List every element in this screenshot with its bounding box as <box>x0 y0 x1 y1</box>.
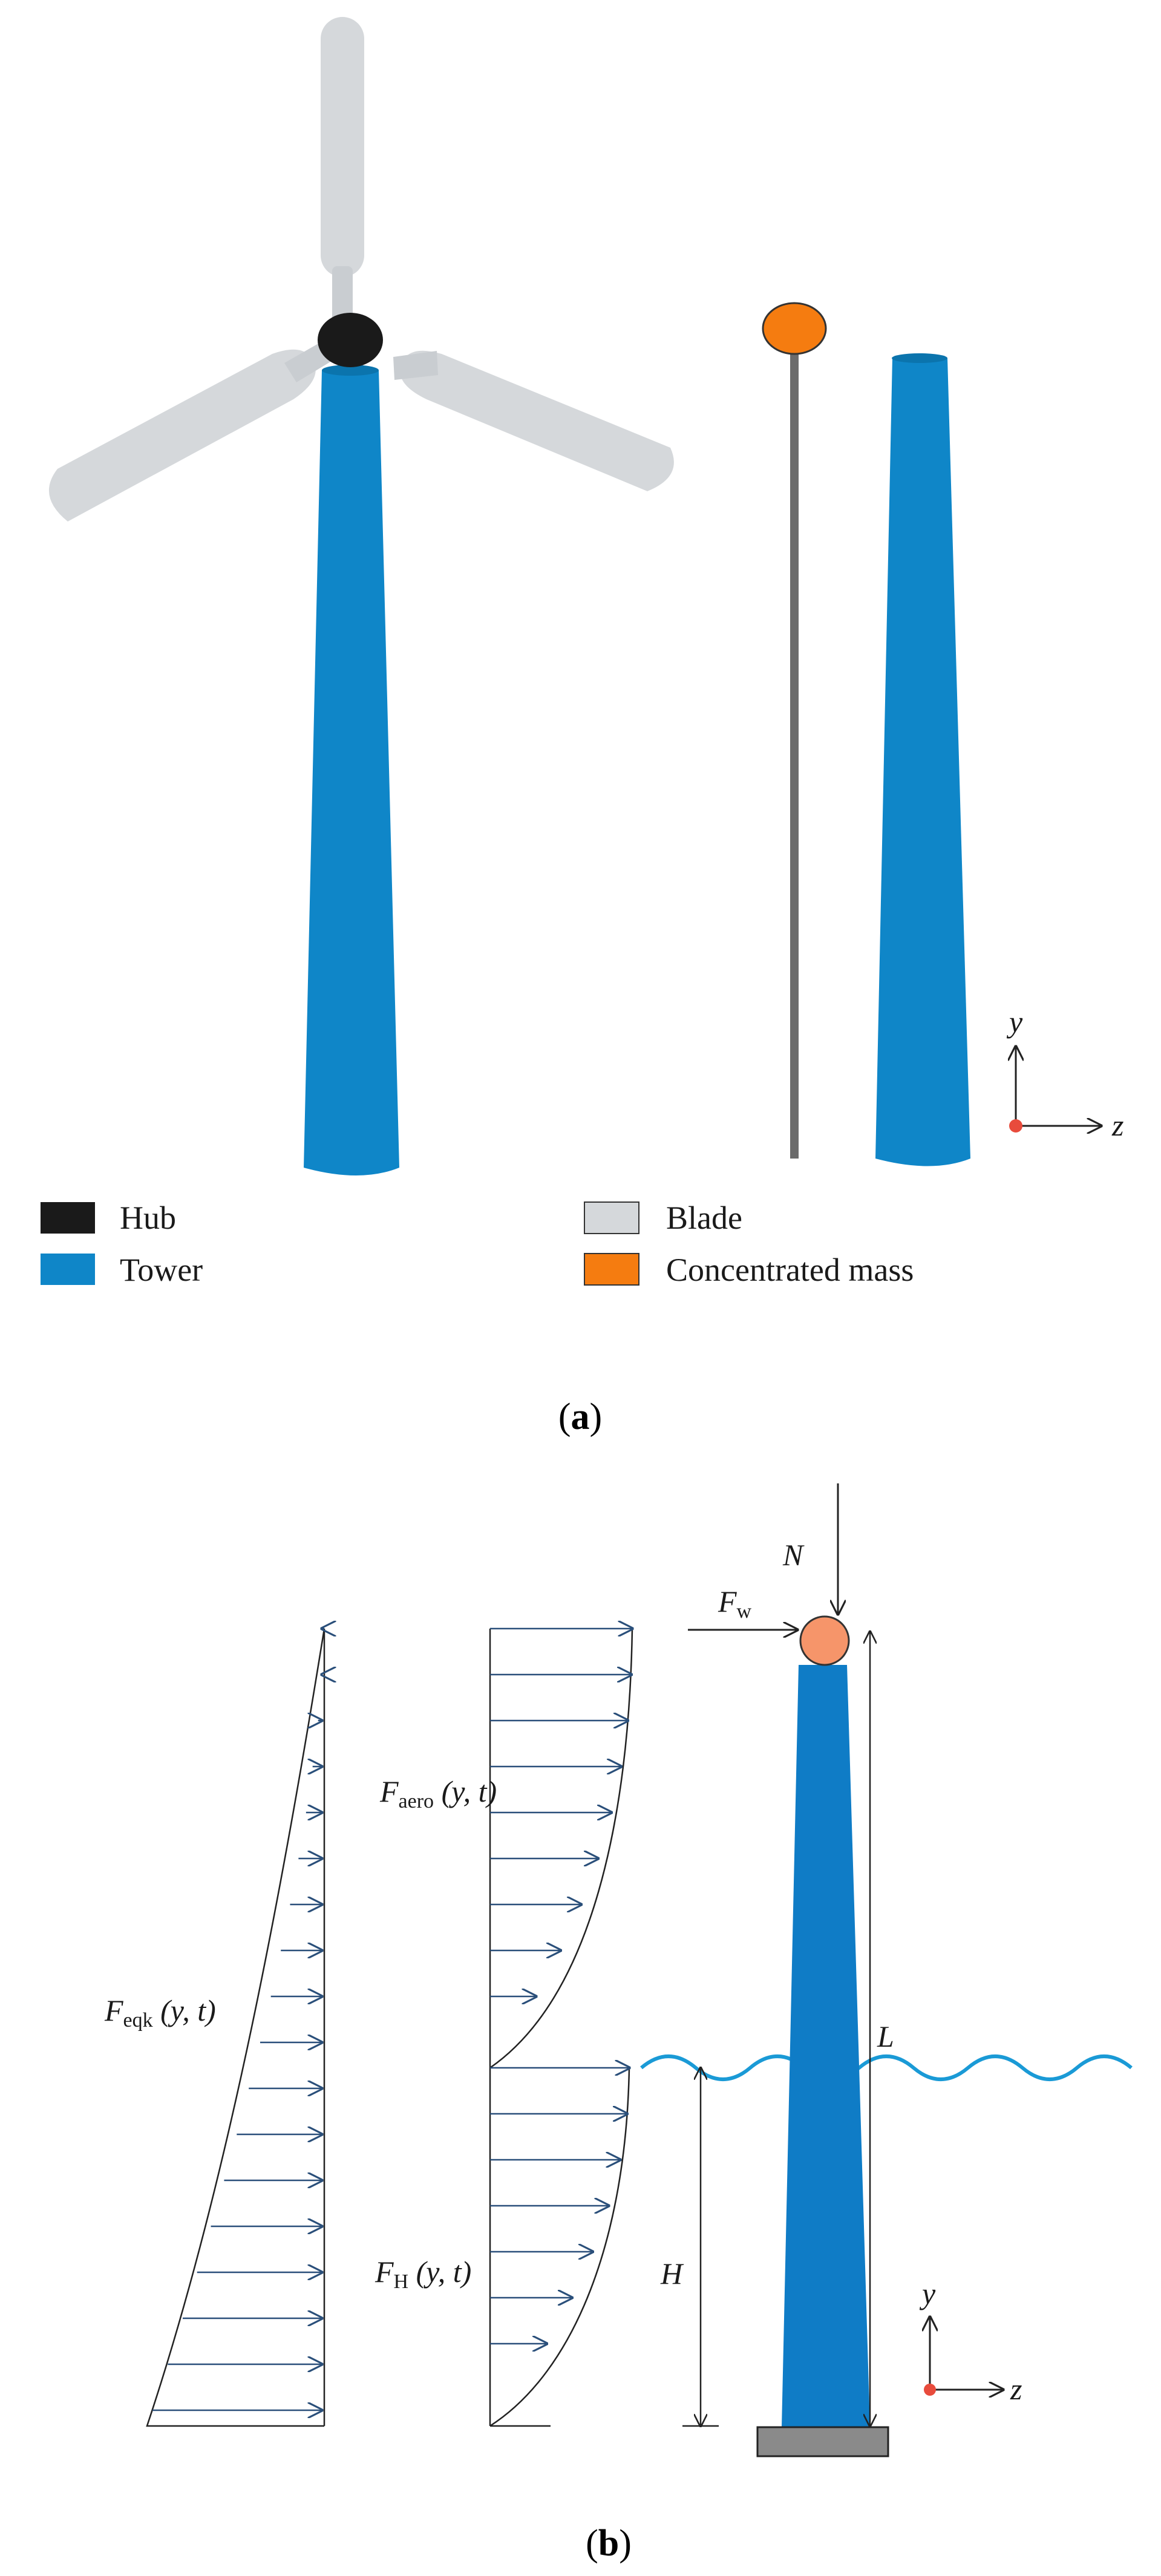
model-rod <box>790 354 799 1159</box>
tower-b-body <box>782 1665 870 2427</box>
axis-b-z-label: z <box>1010 2372 1022 2406</box>
axes-a: y z <box>1006 1005 1123 1142</box>
blade-right <box>400 350 674 491</box>
label-l: L <box>877 2019 894 2053</box>
legend-swatch-concentrated-mass <box>584 1253 639 1286</box>
panel-a: y z Hub Tower Blade Concentrated mass (a… <box>41 17 1123 1437</box>
legend-label-concentrated-mass: Concentrated mass <box>666 1252 914 1288</box>
turbine-tower <box>304 370 399 1175</box>
aero-profile <box>489 1628 633 2069</box>
aero-load: Faero (y, t) FH (y, t) <box>374 1628 633 2427</box>
blade-up <box>321 17 364 277</box>
wind-turbine <box>48 17 674 1175</box>
force-n: N <box>782 1483 838 1614</box>
caption-a: (a) <box>558 1396 602 1437</box>
legend-swatch-blade <box>584 1201 639 1234</box>
legend-a: Hub Tower Blade Concentrated mass <box>41 1200 914 1288</box>
legend-label-hub: Hub <box>120 1200 176 1236</box>
concentrated-mass <box>762 302 827 355</box>
legend-label-tower: Tower <box>120 1252 203 1288</box>
legend-label-blade: Blade <box>666 1200 742 1236</box>
axis-a-origin <box>1009 1119 1022 1133</box>
axis-a-y-label: y <box>1006 1005 1023 1039</box>
l-dimension: L <box>870 1632 894 2426</box>
label-eqk-load: Feqk (y, t) <box>104 1993 216 2032</box>
panel-b: Feqk (y, t) Faero (y, t) FH (y, t) H <box>104 1483 1133 2564</box>
hydro-profile <box>489 2067 630 2427</box>
legend-swatch-hub <box>41 1202 95 1234</box>
axis-b-origin <box>924 2384 936 2396</box>
eqk-arrows <box>152 1629 324 2410</box>
label-n: N <box>782 1538 805 1572</box>
label-fw: Fw <box>718 1584 752 1623</box>
model-tower-top <box>892 353 947 363</box>
axes-b: y z <box>919 2277 1022 2406</box>
blade-right-root <box>393 351 438 380</box>
caption-b: (b) <box>586 2523 632 2564</box>
turbine-blades <box>48 17 674 521</box>
tower-b-mass <box>799 1615 850 1666</box>
legend-swatch-tower <box>41 1254 95 1285</box>
aero-arrows <box>490 1629 632 1996</box>
water-surface <box>640 2055 1133 2081</box>
turbine-hub <box>318 313 383 367</box>
force-fw: Fw <box>688 1584 797 1630</box>
axis-a-z-label: z <box>1111 1108 1123 1142</box>
label-aero-load: Faero (y, t) <box>379 1774 497 1813</box>
label-hydro-load: FH (y, t) <box>374 2255 471 2293</box>
model-tower <box>875 358 970 1166</box>
tower-b <box>756 1615 889 2457</box>
blade-left <box>48 349 316 521</box>
eqk-profile <box>146 1628 325 2427</box>
axis-b-y-label: y <box>919 2277 936 2310</box>
turbine-tower-top <box>322 365 379 376</box>
earthquake-load: Feqk (y, t) <box>104 1628 325 2427</box>
label-h: H <box>660 2257 684 2290</box>
h-dimension: H <box>660 2068 719 2426</box>
tower-b-base <box>756 2426 889 2457</box>
hydro-arrows <box>490 2068 629 2344</box>
simplified-model <box>762 302 970 1166</box>
